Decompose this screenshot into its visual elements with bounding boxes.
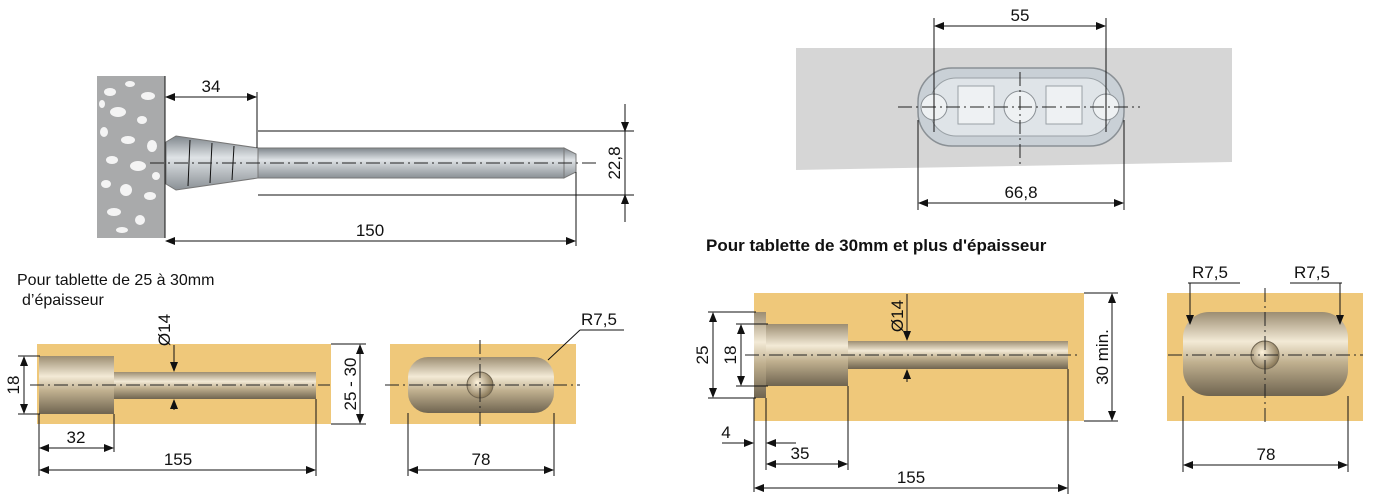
dim-thin-slot-radius-label: R7,5 bbox=[581, 310, 617, 329]
dim-thick-slot-radius-right-label: R7,5 bbox=[1294, 263, 1330, 282]
caption-thin-shelf-line2: d’épaisseur bbox=[22, 292, 105, 309]
wall-texture bbox=[97, 76, 165, 238]
dim-thick-slot-radius-left-label: R7,5 bbox=[1192, 263, 1228, 282]
dim-thin-slot-width-label: 78 bbox=[472, 450, 491, 469]
dim-thin-thickness-label: 25 - 30 bbox=[341, 358, 360, 411]
dim-top-outer-label: 55 bbox=[1011, 6, 1030, 25]
caption-thick-shelf: Pour tablette de 30mm et plus d'épaisseu… bbox=[706, 236, 1047, 255]
pin-head bbox=[39, 356, 114, 414]
dim-side-head-label: 34 bbox=[202, 77, 221, 96]
dim-thick-total-label: 25 bbox=[693, 346, 712, 365]
pin-flange bbox=[754, 312, 766, 398]
top-view: 55 66,8 bbox=[796, 6, 1232, 210]
dim-side-length-label: 150 bbox=[356, 221, 384, 240]
dim-thick-slot-width-label: 78 bbox=[1257, 445, 1276, 464]
thick-shelf-section: 25 18 Ø14 30 min. 4 35 155 bbox=[693, 292, 1118, 494]
thin-shelf-slot: R7,5 78 bbox=[385, 310, 624, 476]
caption-thin-shelf-line1: Pour tablette de 25 à 30mm bbox=[17, 272, 214, 289]
thick-shelf-slot: R7,5 R7,5 78 bbox=[1167, 263, 1363, 472]
dim-thin-dia-label: Ø14 bbox=[155, 314, 174, 346]
dim-top-overall-label: 66,8 bbox=[1004, 183, 1037, 202]
dim-thick-dia-label: Ø14 bbox=[888, 300, 907, 332]
dim-thick-height-label: 18 bbox=[721, 346, 740, 365]
dim-thin-height-label: 18 bbox=[4, 376, 23, 395]
dim-thick-head-label: 35 bbox=[791, 444, 810, 463]
wall-holes bbox=[99, 81, 160, 233]
dim-thin-head-label: 32 bbox=[67, 428, 86, 447]
dim-thick-thickness-label: 30 min. bbox=[1093, 329, 1112, 385]
dim-thick-offset-label: 4 bbox=[721, 423, 730, 442]
thin-shelf-section: 18 Ø14 25 - 30 32 155 bbox=[4, 314, 366, 476]
dim-side-diameter-label: 22,8 bbox=[605, 146, 624, 179]
side-view: 34 150 22,8 bbox=[97, 76, 634, 246]
dim-thin-length-label: 155 bbox=[164, 450, 192, 469]
dim-thick-length-label: 155 bbox=[897, 468, 925, 487]
